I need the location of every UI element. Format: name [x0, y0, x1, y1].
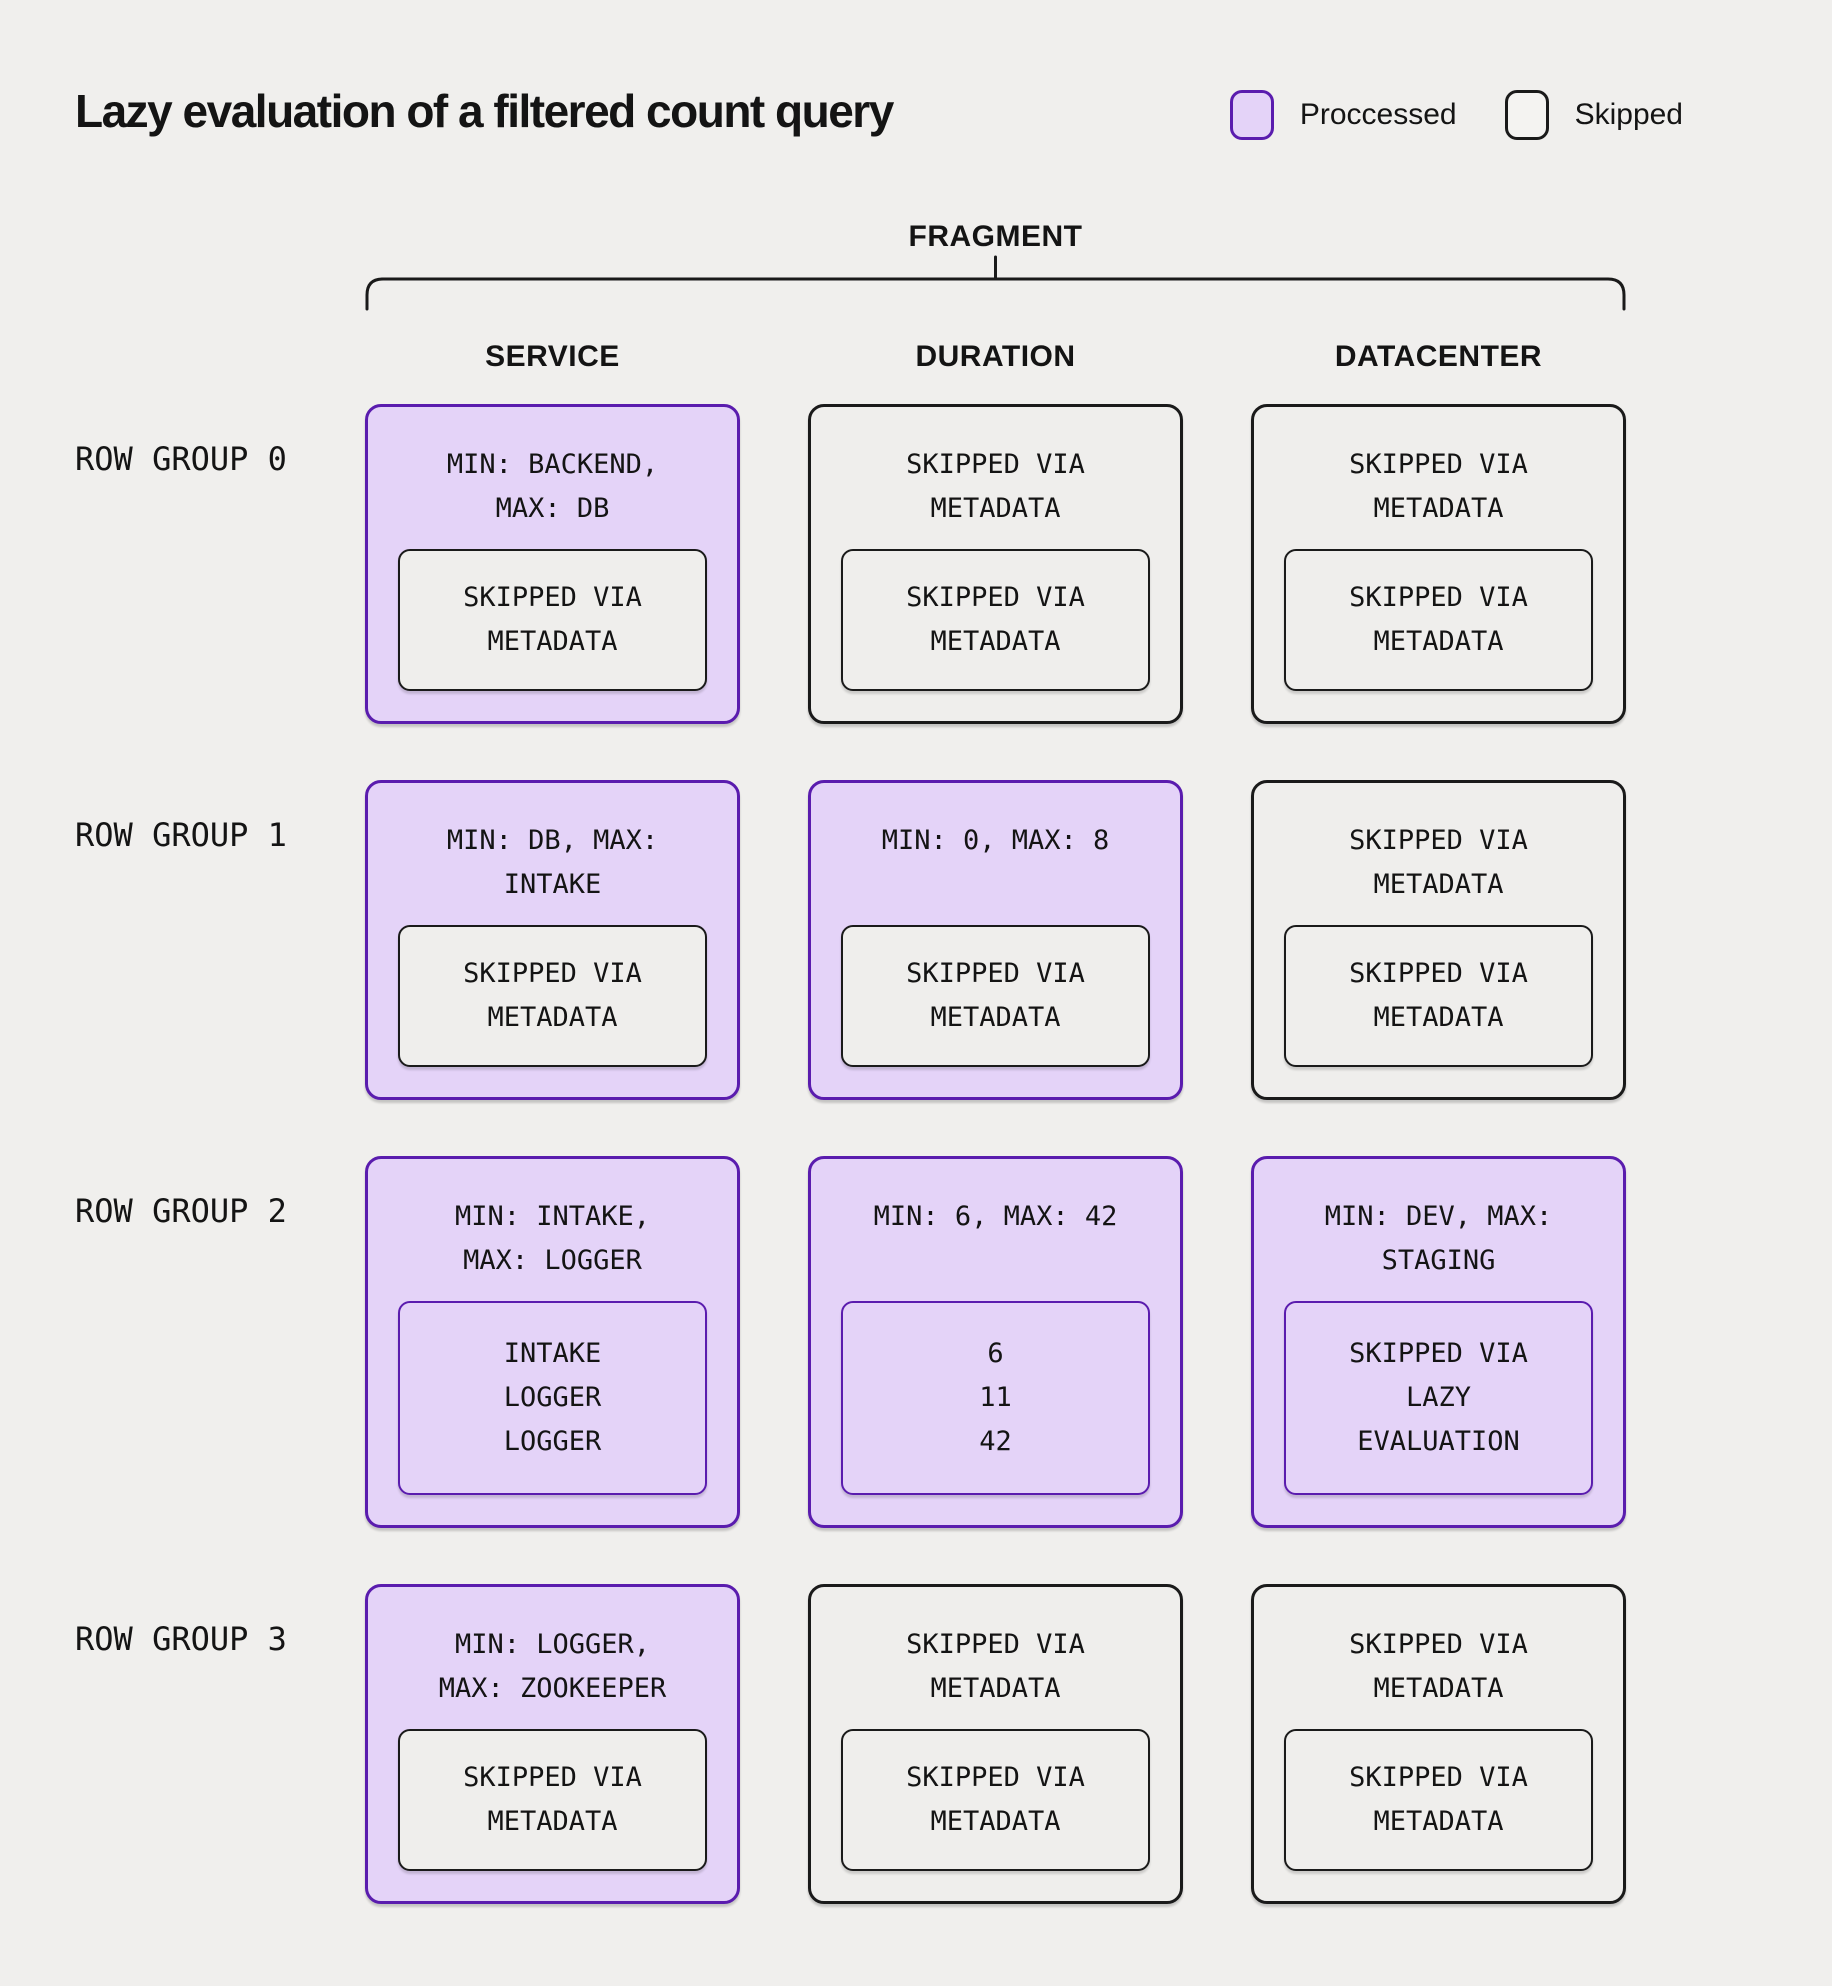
- column-header-service: SERVICE: [485, 340, 620, 373]
- fragment-bracket: [365, 255, 1626, 311]
- fragment-label: FRAGMENT: [908, 220, 1083, 253]
- cell-rowgroup0-duration: SKIPPED VIA METADATA SKIPPED VIA METADAT…: [808, 404, 1183, 724]
- cell-header: SKIPPED VIA METADATA: [1349, 825, 1528, 900]
- cell-inner-box: SKIPPED VIA METADATA: [398, 925, 707, 1067]
- cell-rowgroup2-service: MIN: INTAKE, MAX: LOGGER INTAKE LOGGER L…: [365, 1156, 740, 1528]
- row-group-2-label: ROW GROUP 2: [75, 1192, 287, 1230]
- legend-item-processed: Proccessed: [1229, 90, 1457, 140]
- column-header-duration: DURATION: [915, 340, 1076, 373]
- cell-header: MIN: BACKEND, MAX: DB: [446, 449, 659, 524]
- cell-rowgroup2-duration: MIN: 6, MAX: 42 6 11 42: [808, 1156, 1183, 1528]
- cell-rowgroup1-datacenter: SKIPPED VIA METADATA SKIPPED VIA METADAT…: [1251, 780, 1626, 1100]
- cell-header: MIN: LOGGER, MAX: ZOOKEEPER: [438, 1629, 667, 1704]
- cell-inner-box: SKIPPED VIA METADATA: [1284, 925, 1593, 1067]
- cell-inner-box: SKIPPED VIA METADATA: [1284, 549, 1593, 691]
- cell-rowgroup3-duration: SKIPPED VIA METADATA SKIPPED VIA METADAT…: [808, 1584, 1183, 1904]
- cell-header: SKIPPED VIA METADATA: [906, 1629, 1085, 1704]
- cell-header: MIN: DEV, MAX: STAGING: [1324, 1201, 1553, 1276]
- cell-header: SKIPPED VIA METADATA: [1349, 449, 1528, 524]
- cell-inner-box: INTAKE LOGGER LOGGER: [398, 1301, 707, 1495]
- legend-label-skipped: Skipped: [1574, 98, 1683, 131]
- cell-inner-box: SKIPPED VIA METADATA: [398, 1729, 707, 1871]
- cell-rowgroup3-service: MIN: LOGGER, MAX: ZOOKEEPER SKIPPED VIA …: [365, 1584, 740, 1904]
- cell-header: SKIPPED VIA METADATA: [1349, 1629, 1528, 1704]
- column-header-datacenter: DATACENTER: [1334, 340, 1543, 373]
- legend-item-skipped: Skipped: [1504, 90, 1683, 140]
- row-group-0-label: ROW GROUP 0: [75, 440, 287, 478]
- cell-rowgroup2-datacenter: MIN: DEV, MAX: STAGING SKIPPED VIA LAZY …: [1251, 1156, 1626, 1528]
- cell-rowgroup0-service: MIN: BACKEND, MAX: DB SKIPPED VIA METADA…: [365, 404, 740, 724]
- row-group-1-label: ROW GROUP 1: [75, 816, 287, 854]
- column-headers: SERVICE DURATION DATACENTER: [365, 339, 1757, 375]
- cell-header: MIN: INTAKE, MAX: LOGGER: [454, 1201, 651, 1276]
- cell-rowgroup3-datacenter: SKIPPED VIA METADATA SKIPPED VIA METADAT…: [1251, 1584, 1626, 1904]
- cell-inner-box: SKIPPED VIA METADATA: [841, 925, 1150, 1067]
- cell-header: MIN: 0, MAX: 8: [881, 825, 1110, 856]
- legend: Proccessed Skipped: [1229, 90, 1683, 140]
- legend-label-processed: Proccessed: [1299, 98, 1457, 131]
- page-title: Lazy evaluation of a filtered count quer…: [75, 85, 894, 137]
- cell-inner-box: 6 11 42: [841, 1301, 1150, 1495]
- cell-rowgroup0-datacenter: SKIPPED VIA METADATA SKIPPED VIA METADAT…: [1251, 404, 1626, 724]
- header: Lazy evaluation of a filtered count quer…: [75, 52, 1757, 140]
- cell-inner-box: SKIPPED VIA METADATA: [841, 549, 1150, 691]
- fragment-group: FRAGMENT: [365, 219, 1626, 311]
- cell-inner-box: SKIPPED VIA METADATA: [398, 549, 707, 691]
- cell-header: MIN: DB, MAX: INTAKE: [446, 825, 659, 900]
- cell-inner-box: SKIPPED VIA LAZY EVALUATION: [1284, 1301, 1593, 1495]
- cell-header: SKIPPED VIA METADATA: [906, 449, 1085, 524]
- cell-rowgroup1-duration: MIN: 0, MAX: 8 SKIPPED VIA METADATA: [808, 780, 1183, 1100]
- row-group-3-label: ROW GROUP 3: [75, 1620, 287, 1658]
- cell-inner-box: SKIPPED VIA METADATA: [1284, 1729, 1593, 1871]
- row-group-grid: ROW GROUP 0 MIN: BACKEND, MAX: DB SKIPPE…: [75, 404, 1757, 1904]
- cell-header: MIN: 6, MAX: 42: [873, 1201, 1118, 1232]
- cell-inner-box: SKIPPED VIA METADATA: [841, 1729, 1150, 1871]
- legend-swatch-processed: [1229, 90, 1274, 140]
- legend-swatch-skipped: [1504, 90, 1549, 140]
- cell-rowgroup1-service: MIN: DB, MAX: INTAKE SKIPPED VIA METADAT…: [365, 780, 740, 1100]
